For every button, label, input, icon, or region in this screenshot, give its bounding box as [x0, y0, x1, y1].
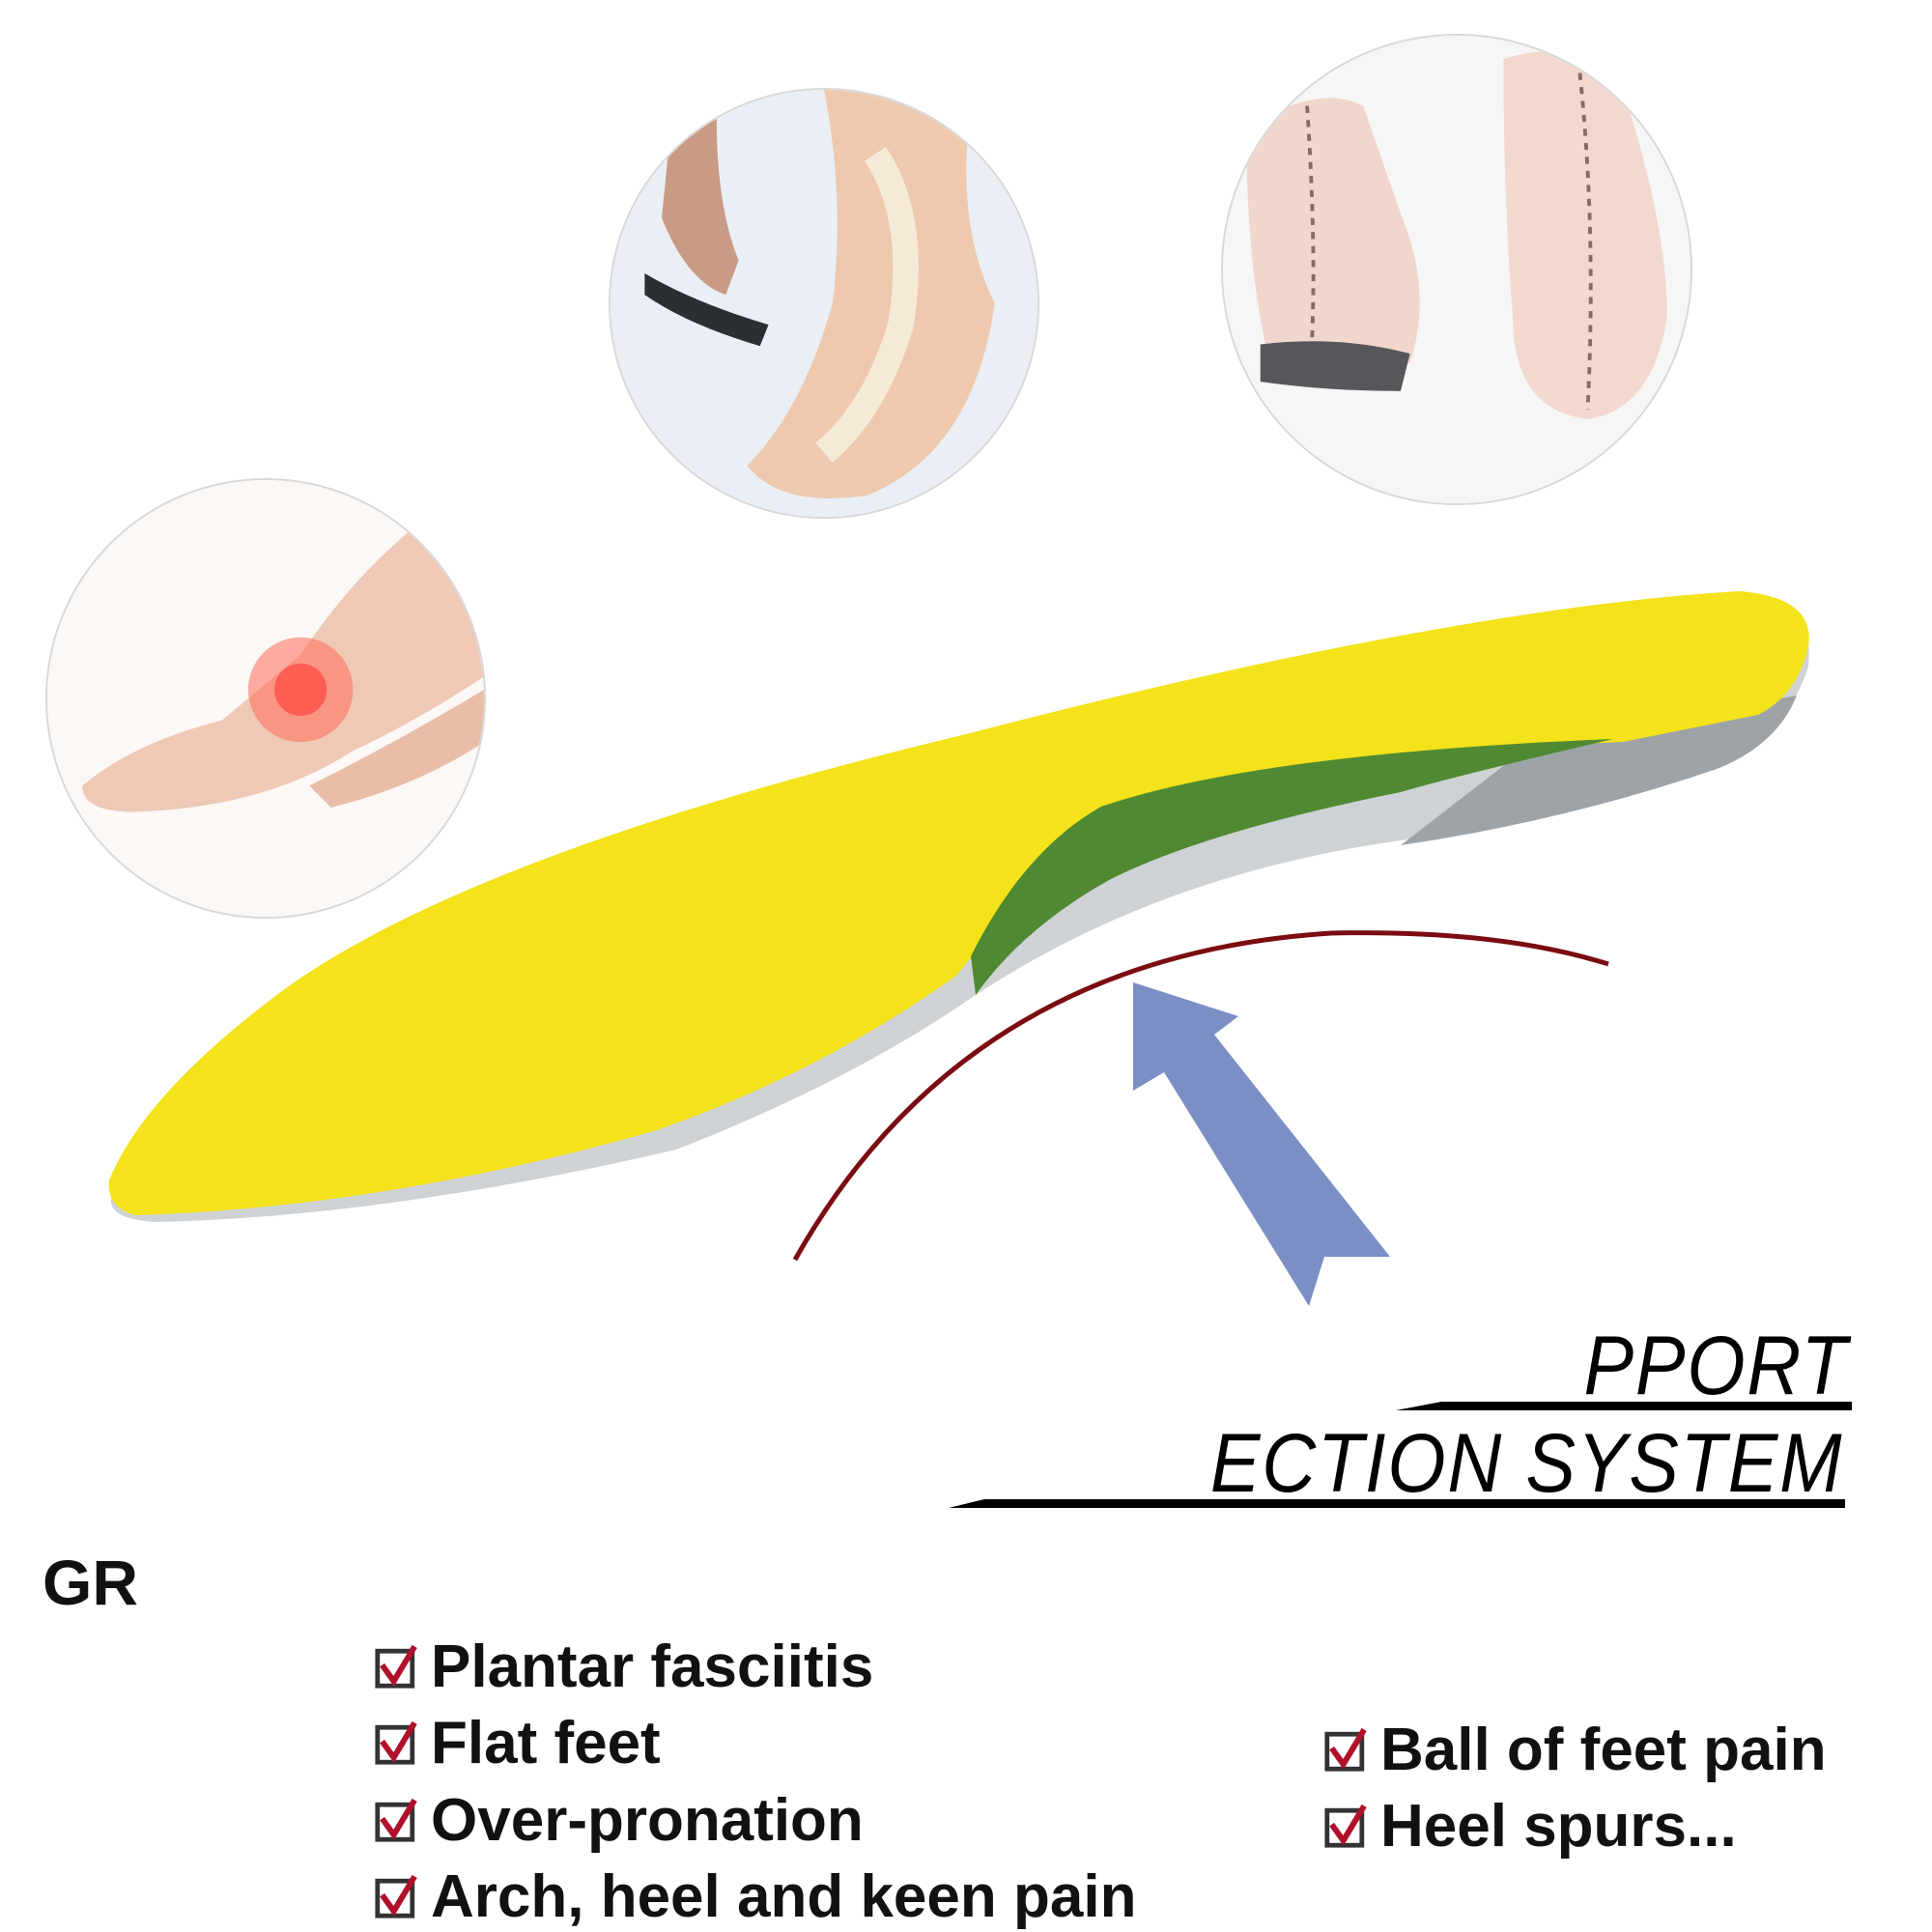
- headline-line-2: ECTION SYSTEM: [1209, 1417, 1843, 1510]
- condition-item: Flat feet: [373, 1709, 661, 1777]
- insole-heel-shell: [1401, 696, 1797, 845]
- condition-item: Plantar fasciitis: [373, 1633, 873, 1701]
- condition-label: Heel spurs...: [1380, 1793, 1737, 1860]
- insole-top-surface: [108, 591, 1809, 1215]
- section-label: GR: [43, 1547, 138, 1618]
- heel-pain-photo: [45, 478, 486, 919]
- upward-arrow: [1133, 982, 1390, 1306]
- condition-label: Ball of feet pain: [1380, 1717, 1827, 1783]
- headline-underline-2: [949, 1499, 1845, 1508]
- headline-line-1: PPORT: [1583, 1320, 1849, 1412]
- condition-item: Over-pronation: [373, 1786, 864, 1855]
- arch-mesh: [971, 739, 1613, 995]
- condition-label: Arch, heel and keen pain: [431, 1863, 1137, 1930]
- condition-item: Heel spurs...: [1322, 1792, 1737, 1861]
- checked-box-icon: [375, 1798, 417, 1842]
- checked-box-icon: [1324, 1804, 1367, 1848]
- condition-label: Plantar fasciitis: [431, 1634, 874, 1700]
- checked-box-icon: [375, 1874, 417, 1918]
- support-arc: [792, 930, 1609, 1262]
- condition-label: Flat feet: [431, 1710, 661, 1776]
- checked-box-icon: [1324, 1727, 1367, 1772]
- headline-underline-1: [1396, 1402, 1852, 1410]
- condition-item: Arch, heel and keen pain: [373, 1862, 1136, 1931]
- checked-box-icon: [375, 1720, 417, 1765]
- condition-item: Ball of feet pain: [1322, 1716, 1827, 1784]
- ankle-anatomy-photo: [609, 88, 1039, 519]
- heel-support-photo: [1221, 34, 1692, 505]
- checked-box-icon: [375, 1644, 417, 1689]
- condition-label: Over-pronation: [431, 1787, 864, 1854]
